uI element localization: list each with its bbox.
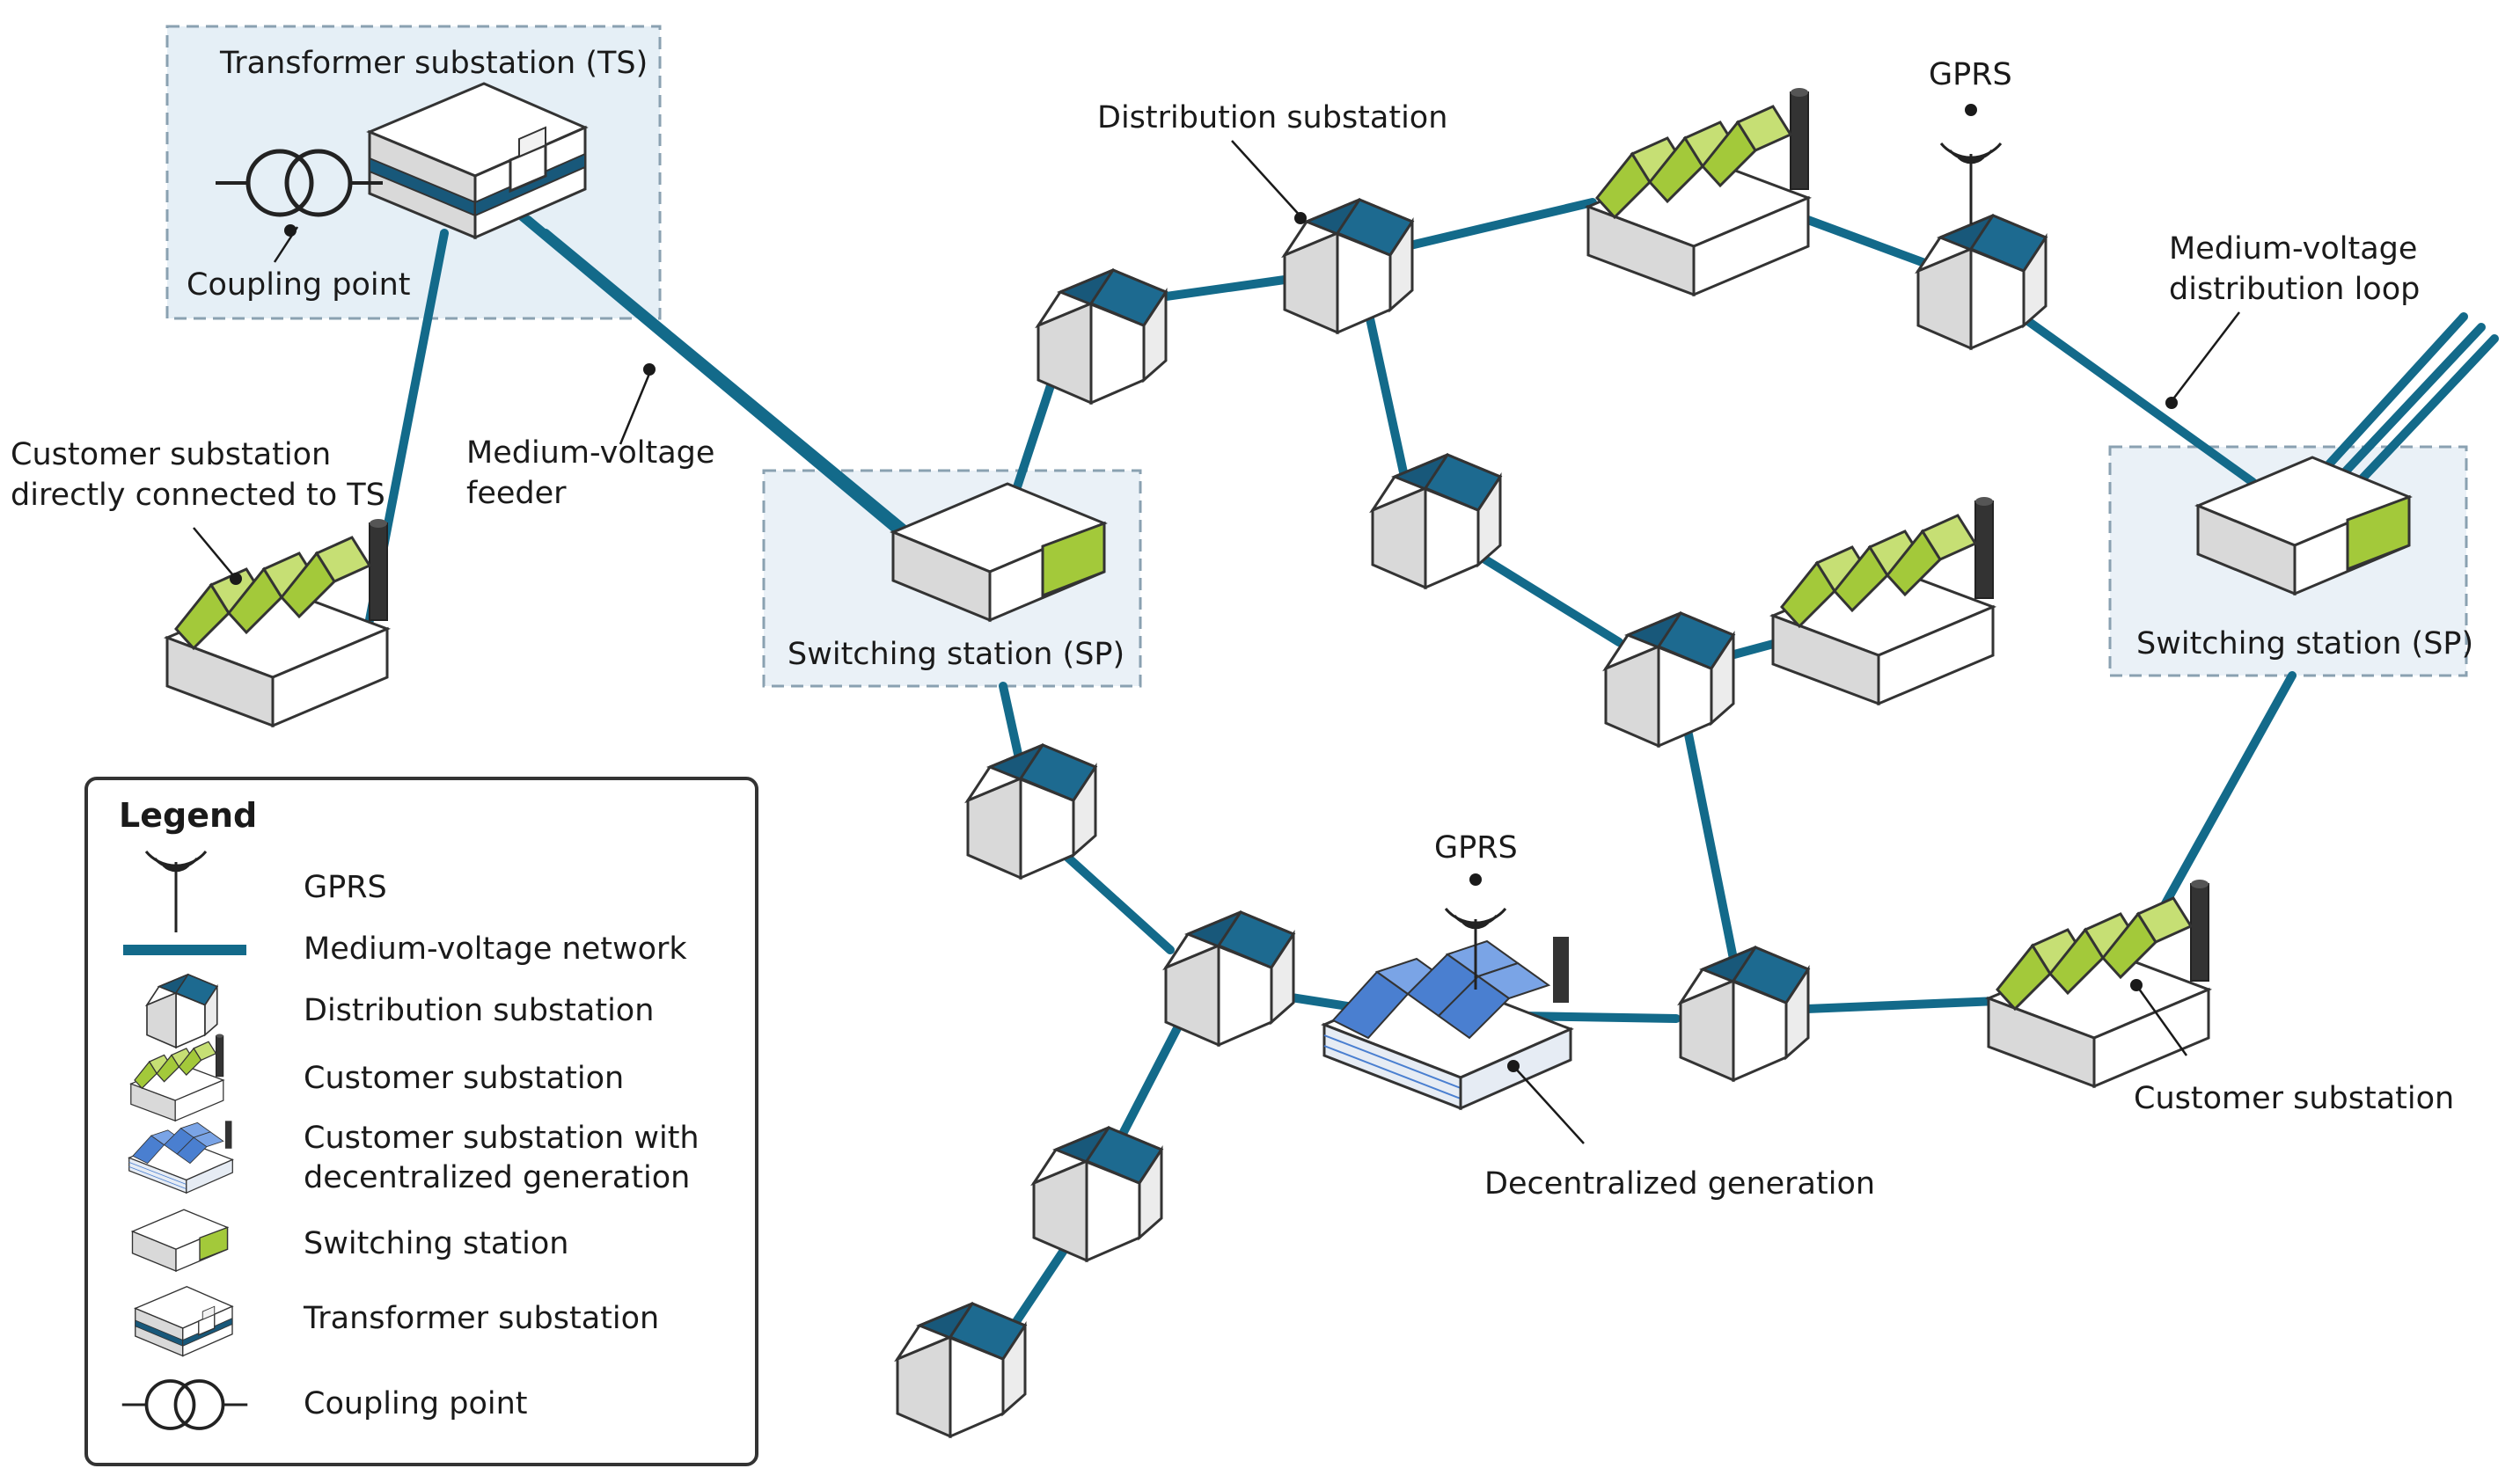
legend-label-distribution: Distribution substation	[304, 993, 654, 1028]
label-mv-feeder-1: Medium-voltage	[466, 435, 714, 471]
legend-label-decentralized-2: decentralized generation	[304, 1160, 690, 1195]
distribution-substation-icon	[966, 743, 1097, 880]
label-gprs-bottom: GPRS	[1434, 830, 1518, 866]
distribution-substation-icon	[1371, 453, 1502, 589]
legend-title: Legend	[119, 796, 257, 835]
decentralized-generation-icon	[1322, 935, 1572, 1110]
customer-substation-icon	[1771, 495, 1995, 705]
label-coupling-point: Coupling point	[187, 267, 411, 303]
label-decentralized-generation: Decentralized generation	[1484, 1166, 1875, 1202]
legend: Legend GPRS Medium-voltage network Distr…	[84, 777, 758, 1466]
legend-label-coupling: Coupling point	[304, 1386, 528, 1421]
legend-label-decentralized-1: Customer substation with	[304, 1121, 700, 1156]
label-customer-direct-2: directly connected to TS	[11, 478, 385, 513]
customer-substation-direct-icon	[165, 517, 389, 727]
distribution-substation-icon	[1679, 946, 1810, 1082]
distribution-substation-icon	[1164, 910, 1295, 1047]
legend-label-mv-network: Medium-voltage network	[304, 931, 687, 967]
label-switching-station-right: Switching station (SP)	[2136, 626, 2473, 661]
legend-box	[84, 777, 758, 1466]
legend-label-transformer: Transformer substation	[303, 1301, 659, 1336]
leader-lines	[193, 140, 2240, 1144]
label-mv-loop-1: Medium-voltage	[2169, 231, 2417, 267]
label-transformer-substation: Transformer substation (TS)	[219, 46, 648, 81]
distribution-substation-icon	[1032, 1126, 1163, 1262]
distribution-substation-icon	[1037, 268, 1168, 405]
gprs-antenna-icon	[1939, 142, 2003, 226]
customer-substation-icon	[1586, 86, 1810, 296]
legend-label-gprs: GPRS	[304, 870, 387, 905]
label-customer-substation: Customer substation	[2134, 1081, 2454, 1116]
label-customer-direct-1: Customer substation	[11, 437, 331, 472]
distribution-substation-icon	[1604, 611, 1735, 748]
label-distribution-substation: Distribution substation	[1097, 100, 1447, 135]
distribution-substation-icon	[1916, 214, 2048, 350]
legend-label-switching: Switching station	[304, 1226, 568, 1261]
label-gprs-top: GPRS	[1929, 57, 2012, 92]
label-mv-loop-2: distribution loop	[2169, 272, 2420, 307]
label-switching-station-left: Switching station (SP)	[788, 637, 1124, 672]
customer-substation-icon	[1987, 878, 2210, 1088]
legend-label-customer: Customer substation	[304, 1061, 624, 1096]
distribution-substation-icon	[896, 1302, 1027, 1438]
label-mv-feeder-2: feeder	[466, 476, 567, 511]
